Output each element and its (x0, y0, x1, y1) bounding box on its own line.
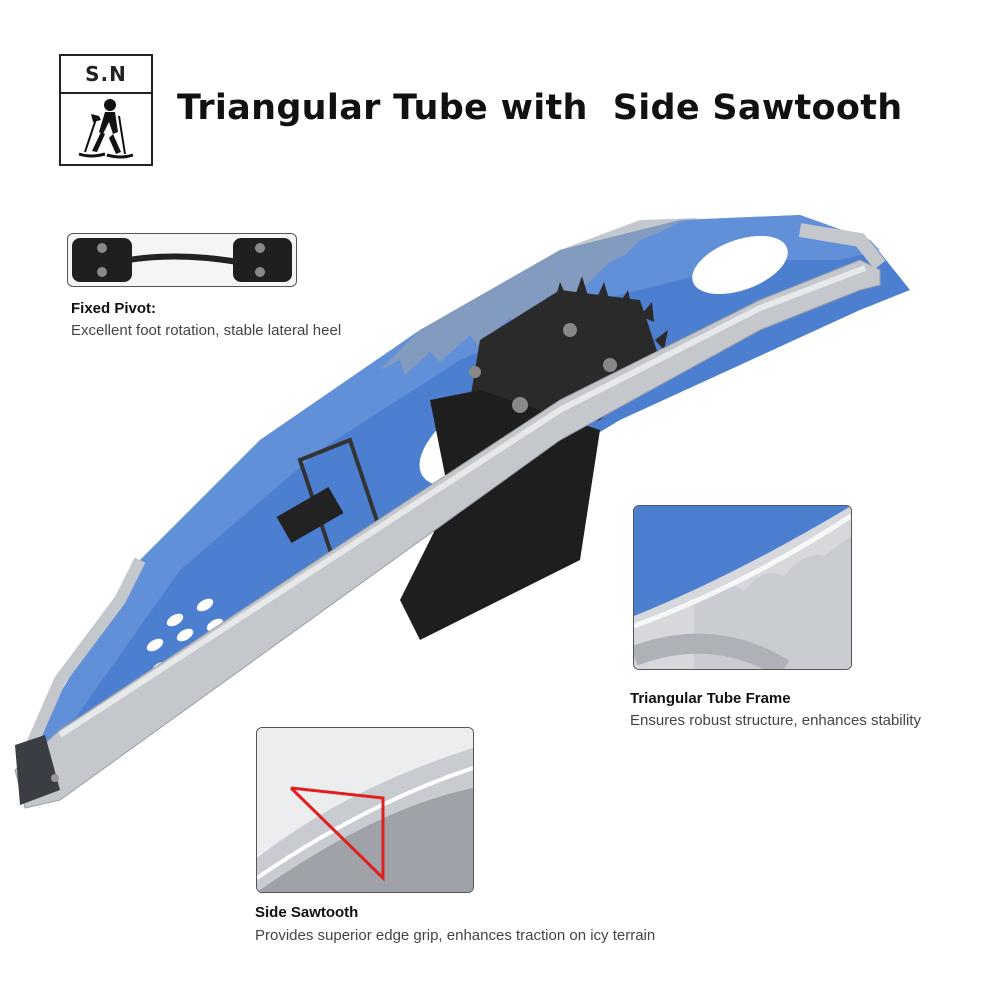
fixed-pivot-desc: Excellent foot rotation, stable lateral … (71, 322, 342, 339)
tube-frame-title: Triangular Tube Frame (630, 690, 791, 707)
tube-frame-image (633, 505, 852, 670)
fixed-pivot-image (67, 233, 297, 287)
side-sawtooth-image (256, 727, 474, 893)
pivot-bar-icon (72, 238, 292, 282)
frame (14, 259, 881, 809)
side-sawtooth-title: Side Sawtooth (255, 904, 359, 921)
brand-logo: S.N (59, 54, 153, 166)
side-sawtooth-desc: Provides superior edge grip, enhances tr… (255, 927, 656, 944)
snowshoe-hiker-icon (78, 99, 134, 159)
fixed-pivot-title: Fixed Pivot: (71, 300, 157, 317)
tube-frame-desc: Ensures robust structure, enhances stabi… (630, 712, 921, 729)
logo-text: S.N (61, 56, 151, 94)
triangle-marker (289, 786, 385, 882)
page-title: Triangular Tube with Side Sawtooth (177, 88, 903, 128)
snowshoe-illustration (14, 215, 910, 809)
